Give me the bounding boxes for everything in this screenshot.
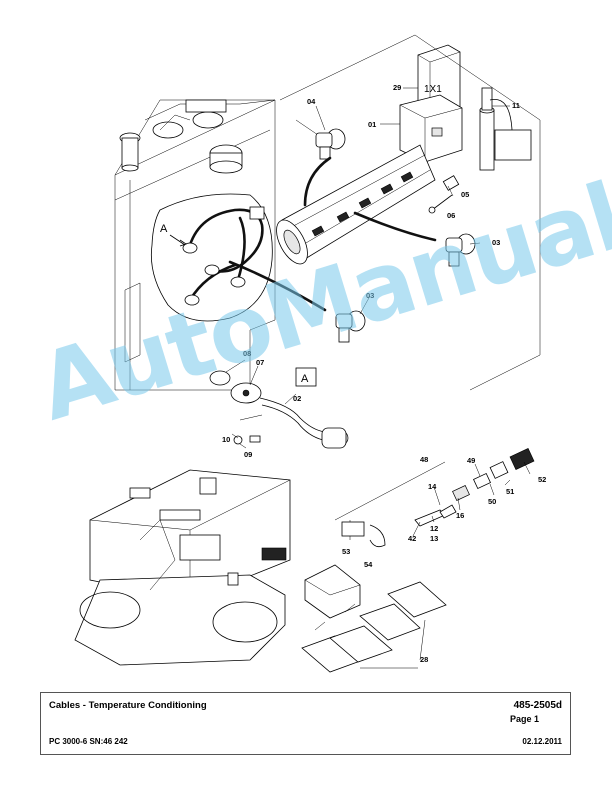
sensor-assembly [479, 87, 532, 171]
callout-07: 07 [256, 358, 264, 367]
callout-1x1: 1X1 [424, 84, 442, 95]
callout-16: 16 [456, 511, 464, 520]
callout-01: 01 [368, 120, 376, 129]
machine-model: PC 3000-6 SN:46 242 [49, 737, 128, 746]
callout-labels: 29 1X1 04 11 01 05 06 03 03 A A 08 07 02… [160, 83, 546, 664]
title-block: Cables - Temperature Conditioning 485-25… [40, 692, 571, 755]
callout-50: 50 [488, 497, 496, 506]
excavator-overview [74, 469, 291, 666]
connector-kit-48 [334, 448, 535, 548]
drawing-title: Cables - Temperature Conditioning [49, 700, 207, 711]
callout-06: 06 [447, 211, 455, 220]
issue-date: 02.12.2011 [522, 737, 562, 746]
callout-a-detail: A [160, 223, 168, 235]
leader-lines [225, 87, 531, 669]
temperature-sensor-04 [295, 119, 346, 207]
callout-08: 08 [243, 349, 251, 358]
callout-53: 53 [342, 547, 350, 556]
callout-29: 29 [393, 83, 401, 92]
callout-a-box-label: A [301, 373, 309, 385]
bolt-05-06 [428, 175, 460, 214]
heating-tube [276, 144, 436, 265]
callout-04: 04 [307, 97, 316, 106]
detail-view-a [151, 193, 273, 322]
temperature-sensor-03-left [228, 260, 366, 343]
battery-and-mats [301, 564, 447, 673]
parts-drawing: 29 1X1 04 11 01 05 06 03 03 A A 08 07 02… [74, 34, 546, 673]
callout-03-left: 03 [366, 291, 374, 300]
drawing-number: 485-2505d [513, 700, 562, 711]
callout-54: 54 [364, 560, 373, 569]
electrical-box [399, 94, 463, 163]
callout-12: 12 [430, 524, 438, 533]
frame-outline [279, 34, 541, 391]
callout-28: 28 [420, 655, 428, 664]
page-number: Page 1 [510, 714, 540, 724]
callout-42: 42 [408, 534, 416, 543]
callout-02: 02 [293, 394, 301, 403]
callout-05: 05 [461, 190, 469, 199]
callout-09: 09 [244, 450, 252, 459]
callout-14: 14 [428, 482, 437, 491]
temperature-sensor-03-right [353, 211, 476, 267]
callout-49: 49 [467, 456, 475, 465]
heating-element-02 [209, 370, 349, 449]
callout-52: 52 [538, 475, 546, 484]
callout-a-box: A [295, 367, 317, 387]
callout-11: 11 [512, 101, 520, 110]
callout-10: 10 [222, 435, 230, 444]
callout-48: 48 [420, 455, 428, 464]
callout-03-right: 03 [492, 238, 500, 247]
hydraulic-tank-housing [114, 99, 276, 391]
callout-13: 13 [430, 534, 438, 543]
callout-51: 51 [506, 487, 514, 496]
